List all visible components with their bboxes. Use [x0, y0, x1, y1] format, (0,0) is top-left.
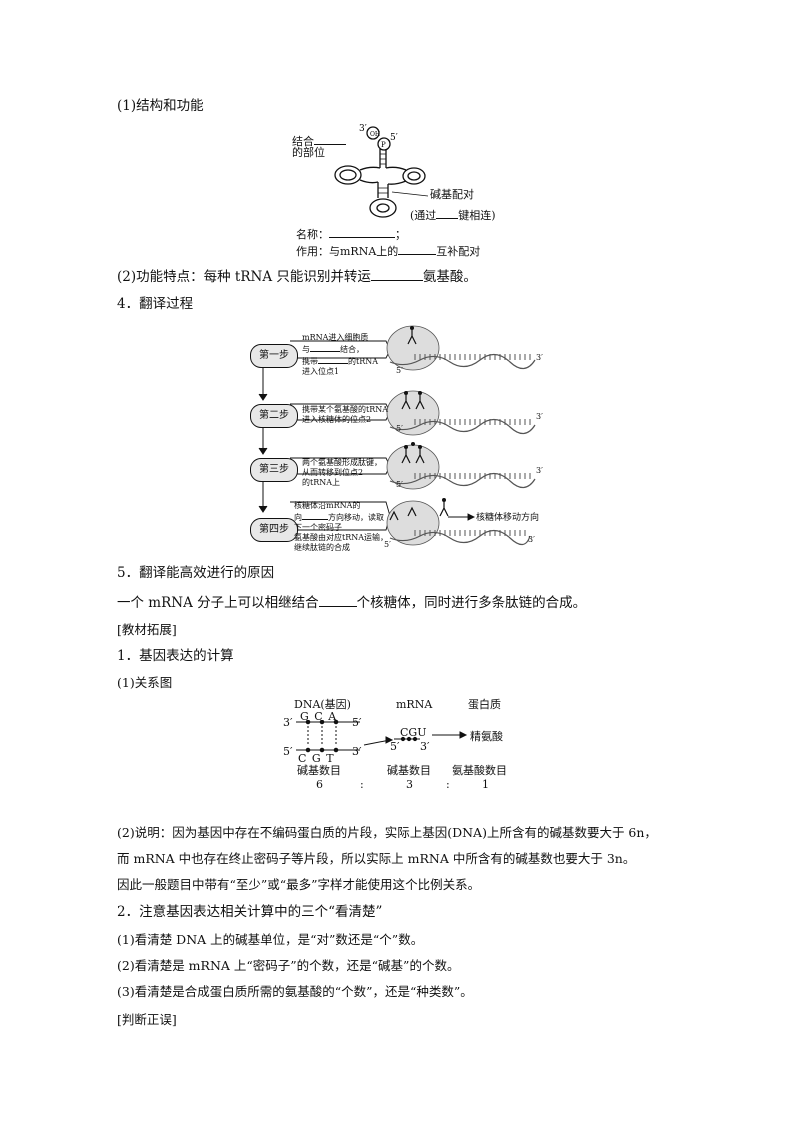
step-4-3prime: 3′ — [528, 535, 535, 544]
pairing-label: 碱基配对 — [430, 188, 474, 201]
bind-site-label-2: 的部位 — [292, 146, 325, 159]
ext-heading: [教材拓展] — [117, 622, 177, 637]
step-1-3prime: 3′ — [536, 353, 543, 362]
trna-function-line: 作用：与mRNA上的互补配对 — [296, 240, 480, 259]
ext-note-3: 因此一般题目中带有“至少”或“最多”字样才能使用这个比例关系。 — [117, 877, 481, 892]
s1-heading: (1)结构和功能 — [117, 98, 204, 114]
ext-note-1: (2)说明：因为基因中存在不编码蛋白质的片段，实际上基因(DNA)上所含有的碱基… — [117, 825, 657, 840]
fig-colon-1: : — [360, 778, 364, 791]
s4-heading: 4．翻译过程 — [117, 296, 194, 312]
pairing-bond-label: (通过键相连) — [410, 204, 496, 223]
feature-blank — [370, 266, 423, 281]
step-3-badge: 第三步 — [250, 458, 298, 482]
step-1-5prime: 5′ — [396, 366, 403, 375]
fig-n3: 1 — [482, 778, 489, 791]
oh-label: OH — [370, 131, 380, 138]
step-4-badge: 第四步 — [250, 518, 298, 542]
bind-site-blank — [314, 130, 346, 145]
name-blank — [329, 223, 395, 238]
ext-check-1: (1)看清楚 DNA 上的碱基单位，是“对”数还是“个”数。 — [117, 932, 424, 947]
fig-top-3prime: 3′ — [283, 716, 293, 729]
bind-site-label: 结合 — [292, 130, 346, 149]
ext-check-2: (2)看清楚是 mRNA 上“密码子”的个数，还是“碱基”的个数。 — [117, 958, 460, 973]
fig-codon: CGU — [400, 726, 427, 739]
fig-bot-3prime: 3′ — [352, 745, 362, 758]
fig-colon-2: : — [446, 778, 450, 791]
fig-protein-label: 蛋白质 — [468, 698, 501, 711]
trna-5prime: 5′ — [390, 133, 398, 143]
fig-dna-label: DNA(基因) — [294, 698, 351, 711]
fig-n2: 3 — [406, 778, 413, 791]
ext-note-2: 而 mRNA 中也存在终止密码子等片段，所以实际上 mRNA 中所含有的碱基数也… — [117, 851, 636, 866]
p-label: P — [381, 141, 386, 149]
fig-count-1: 碱基数目 — [297, 764, 341, 777]
trna-3prime: 3′ — [359, 124, 367, 134]
trna-cloverleaf-diagram: OH P 3′ 5′ — [334, 124, 429, 218]
s5-heading: 5．翻译能高效进行的原因 — [117, 565, 275, 581]
ext-item-1: 1．基因表达的计算 — [117, 648, 234, 664]
step-3-text: 两个氨基酸形成肽键， 从而转移到位点2 的tRNA上 — [302, 458, 382, 487]
ext-sub-1: (1)关系图 — [117, 675, 173, 690]
step-1-badge: 第一步 — [250, 344, 298, 368]
bond-blank — [436, 204, 459, 219]
fig-bot-5prime: 5′ — [283, 745, 293, 758]
ext-item-2: 2．注意基因表达相关计算中的三个“看清楚” — [117, 904, 383, 920]
step-2-5prime: 5′ — [396, 424, 403, 433]
fig-top-strand: G C A — [300, 710, 338, 723]
fig-strand-lines — [296, 720, 468, 753]
step-2-badge: 第二步 — [250, 404, 298, 428]
trna-name-line: 名称：； — [296, 223, 406, 242]
step-1-text: mRNA进入细胞质 与结合， 携带的tRNA 进入位点1 — [302, 333, 379, 376]
fig-codon-3prime: 3′ — [420, 740, 430, 753]
fig-n1: 6 — [316, 778, 323, 791]
fig-bot-strand: C G T — [298, 752, 335, 765]
function-blank — [398, 240, 437, 255]
ribosome-count-blank — [318, 592, 357, 607]
fig-codon-5prime: 5′ — [390, 740, 400, 753]
fig-count-3: 氨基酸数目 — [452, 764, 507, 777]
translation-diagram-art — [258, 325, 536, 546]
trna-feature: (2)功能特点：每种 tRNA 只能识别并转运氨基酸。 — [117, 266, 477, 287]
ext-check-3: (3)看清楚是合成蛋白质所需的氨基酸的“个数”，还是“种类数”。 — [117, 984, 473, 999]
judge-heading: [判断正误] — [117, 1012, 177, 1027]
step-2-3prime: 3′ — [536, 412, 543, 421]
ribosome-move-label: 核糖体移动方向 — [476, 513, 540, 523]
step-3-3prime: 3′ — [536, 466, 543, 475]
step-4-text: 核糖体沿mRNA的 向方向移动，读取 下一个密码子 氨基酸由对应tRNA运输， … — [294, 501, 389, 552]
fig-count-2: 碱基数目 — [387, 764, 431, 777]
fig-mrna-label: mRNA — [396, 698, 433, 711]
step-4-5prime: 5′ — [384, 540, 391, 549]
s5-text: 一个 mRNA 分子上可以相继结合个核糖体，同时进行多条肽链的合成。 — [117, 592, 586, 613]
step-3-5prime: 5′ — [396, 480, 403, 489]
step-2-text: 携带某个氨基酸的tRNA 进入核糖体的位点2 — [302, 405, 389, 424]
fig-amino: 精氨酸 — [470, 730, 503, 743]
